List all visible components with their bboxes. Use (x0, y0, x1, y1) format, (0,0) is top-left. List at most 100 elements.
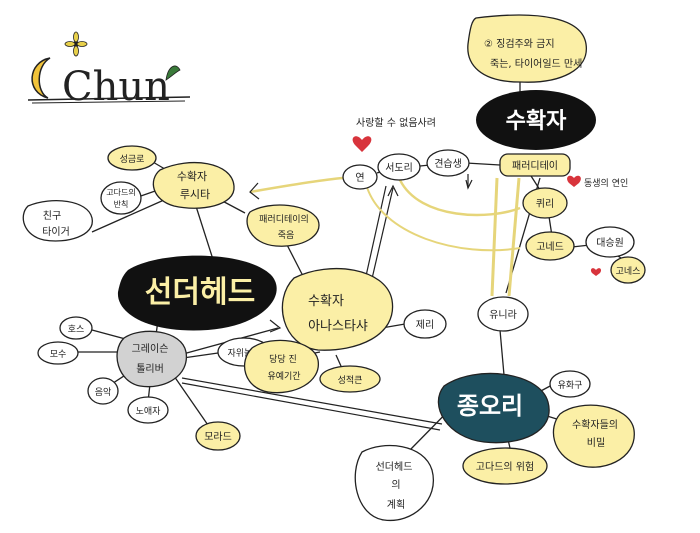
svg-text:타이거: 타이거 (42, 226, 70, 238)
node-suhakja-anastasia: 수확자 아나스타샤 (281, 267, 394, 351)
logo-underline (27, 96, 191, 101)
svg-text:성적큰: 성적큰 (338, 374, 363, 386)
logo-underline-2 (31, 100, 186, 104)
svg-text:패러디테이: 패러디테이 (512, 160, 558, 172)
svg-text:반칙: 반칙 (114, 200, 129, 209)
svg-text:고다드의 위험: 고다드의 위험 (476, 460, 534, 473)
svg-text:서도리: 서도리 (385, 162, 413, 174)
svg-text:연: 연 (355, 172, 364, 184)
curve-line (249, 176, 344, 194)
svg-text:수확자들의: 수확자들의 (572, 419, 618, 431)
svg-text:아나스타샤: 아나스타샤 (308, 319, 368, 334)
svg-text:견습생: 견습생 (434, 158, 462, 170)
svg-text:자위놀이: 자위놀이 (227, 348, 260, 359)
node-seongjeok: 성적큰 (319, 365, 381, 393)
svg-text:고네스: 고네스 (616, 266, 641, 277)
node-seonggeum: 성금로 (107, 145, 157, 171)
yellow-path (490, 177, 499, 297)
long-line (181, 382, 441, 431)
svg-text:유화구: 유화구 (558, 380, 583, 391)
node-daeseungwi: 대승원 (585, 226, 635, 258)
logo-moon-shape (31, 57, 51, 99)
node-yeon: 연 (342, 164, 378, 190)
node-paeroditeu: 패러디테이 (499, 153, 571, 177)
svg-text:수확자: 수확자 (177, 170, 207, 183)
node-yuhwagu: 유화구 (549, 370, 591, 398)
heart-icon (590, 268, 602, 276)
logo-text: Chun (62, 64, 170, 110)
flower-icon (64, 31, 88, 57)
arrow-head (269, 319, 282, 333)
curve-line (365, 183, 521, 252)
svg-text:친구: 친구 (43, 210, 61, 222)
svg-text:대승원: 대승원 (596, 237, 624, 249)
note-top-line1: ② 징검주와 금지 (484, 38, 555, 50)
suhakja-title-node: 수확자 (476, 90, 596, 150)
dongsaeng-note: 동생의 연인 (584, 178, 628, 189)
node-godeui-bancheol: 고다드의 반칙 (100, 181, 142, 215)
svg-text:노애자: 노애자 (136, 406, 162, 417)
connector (173, 375, 211, 429)
connector (499, 329, 505, 376)
svg-text:의: 의 (391, 479, 400, 491)
node-yunira: 유니라 (477, 296, 529, 332)
svg-text:루시타: 루시타 (180, 188, 210, 201)
node-goneuseu: 고네스 (610, 256, 646, 284)
svg-text:성금로: 성금로 (120, 154, 145, 165)
node-sunhead-guide: 선더헤드 의 계획 (354, 445, 435, 522)
note-sarang: 사랑할 수 없음사려 (356, 116, 436, 129)
svg-text:고다드의: 고다드의 (106, 187, 135, 197)
node-paeroditeu-death: 패러디테이의 죽음 (246, 204, 320, 247)
sunhead-title-node: 선더헤드 (117, 255, 277, 331)
node-seodori: 서도리 (377, 153, 421, 181)
svg-text:계획: 계획 (387, 499, 405, 511)
svg-text:죽음: 죽음 (278, 230, 295, 241)
svg-text:유니라: 유니라 (489, 309, 517, 321)
suhakja-title: 수확자 (506, 109, 567, 134)
node-suhakja-rusija: 수확자 루시타 (152, 162, 235, 209)
svg-text:모수: 모수 (50, 349, 67, 360)
broken-heart-icon (352, 136, 372, 152)
arrow-head (465, 179, 473, 190)
node-noeuija: 노애자 (127, 396, 169, 424)
connector (91, 199, 165, 233)
svg-text:당당 진: 당당 진 (269, 354, 297, 365)
node-gyeonseupsaeng: 견습생 (426, 149, 470, 177)
note-top-line2: 죽는, 타이어일드 만세 (490, 58, 582, 70)
connector (465, 162, 501, 166)
svg-text:수확자: 수확자 (308, 294, 344, 309)
node-moraedeu: 모라드 (195, 421, 241, 451)
logo: Chun (27, 31, 191, 110)
node-chingu: 친구 타이거 (22, 200, 93, 242)
node-ra-bimil: 수확자들의 비밀 (552, 404, 635, 468)
node-eumak: 음악 (87, 377, 119, 405)
yellow-path (507, 177, 521, 297)
jangori-title-node: 종오리 (437, 372, 550, 444)
svg-text:제리: 제리 (416, 319, 434, 331)
svg-text:호스: 호스 (68, 324, 85, 335)
svg-text:그레이슨: 그레이슨 (132, 343, 169, 355)
sunhead-title: 선더헤드 (145, 275, 255, 310)
svg-text:선더헤드: 선더헤드 (376, 461, 413, 473)
curve-line (398, 179, 521, 217)
node-dangseong: 당당 진 유예기간 (243, 339, 319, 394)
node-hoseu: 호스 (59, 316, 93, 340)
node-kwiri: 퀴리 (522, 187, 568, 219)
node-gone-danger: 고다드의 위험 (462, 447, 548, 485)
svg-text:패러디테이의: 패러디테이의 (259, 214, 309, 225)
heart-icon (567, 175, 581, 187)
jangori-title: 종오리 (457, 392, 523, 420)
svg-text:고네드: 고네드 (536, 241, 564, 253)
svg-text:유예기간: 유예기간 (267, 371, 300, 382)
leaf-icon (165, 65, 181, 81)
note-top-node: ② 징검주와 금지 죽는, 타이어일드 만세 (467, 14, 587, 83)
arrow-head (249, 182, 260, 200)
node-jeri: 제리 (403, 309, 447, 339)
long-line (181, 377, 443, 425)
svg-text:모라드: 모라드 (204, 431, 232, 443)
node-gonedeu: 고네드 (525, 231, 575, 261)
node-gray: 그레이슨 톨리버 (116, 330, 187, 388)
node-mosu: 모수 (37, 341, 79, 365)
svg-text:비밀: 비밀 (587, 437, 605, 449)
